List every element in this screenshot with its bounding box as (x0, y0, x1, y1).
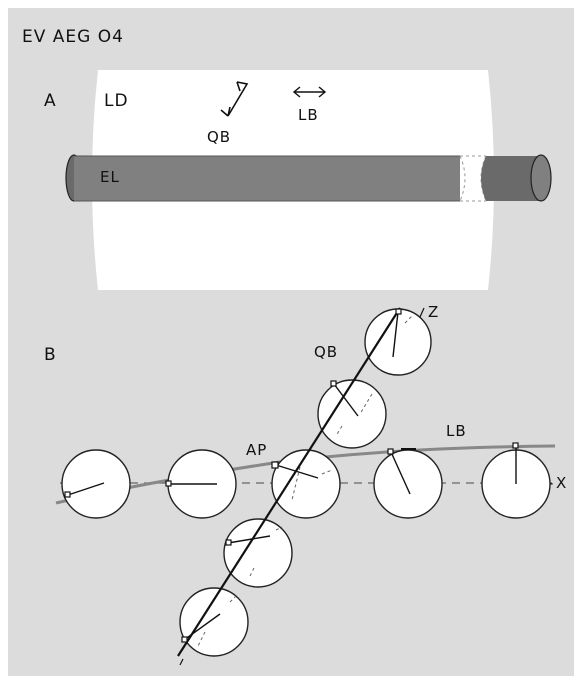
ap-label: AP (246, 441, 267, 459)
qb-circle-lower (223, 518, 293, 588)
x-axis-dash: - (548, 474, 554, 492)
z-tick (419, 307, 425, 318)
qb-circle-2 (317, 379, 387, 449)
lb-label-a: LB (298, 106, 319, 124)
qb-circles (179, 308, 432, 657)
z-axis-label: Z (428, 303, 439, 321)
el-label: EL (100, 168, 120, 186)
figure-id-label: EV AEG O4 (22, 27, 124, 47)
lb-circle-2 (167, 449, 237, 519)
x-axis-label: X (556, 474, 567, 492)
panel-a-letter: A (44, 91, 57, 111)
qb-label-b: QB (314, 343, 338, 361)
lb-circle-3 (271, 449, 341, 519)
lb-circle-5 (481, 446, 551, 519)
ld-label: LD (104, 91, 129, 111)
qb-label-a: QB (207, 128, 231, 146)
qb-rotation-arrow-icon (220, 81, 249, 117)
electrode-rod (65, 154, 552, 202)
panel-b-letter: B (44, 345, 57, 365)
qb-circle-bottom (179, 587, 249, 657)
lb-circle-4 (373, 448, 443, 519)
lb-label-b: LB (446, 422, 467, 440)
anchor-points (64, 308, 519, 643)
bottom-tick (179, 658, 184, 666)
qb-circle-top (364, 308, 432, 376)
qb-axis-line (177, 307, 401, 657)
lb-circles (61, 446, 551, 519)
lb-double-arrow-icon (292, 86, 327, 98)
lb-circle-1 (61, 449, 131, 519)
